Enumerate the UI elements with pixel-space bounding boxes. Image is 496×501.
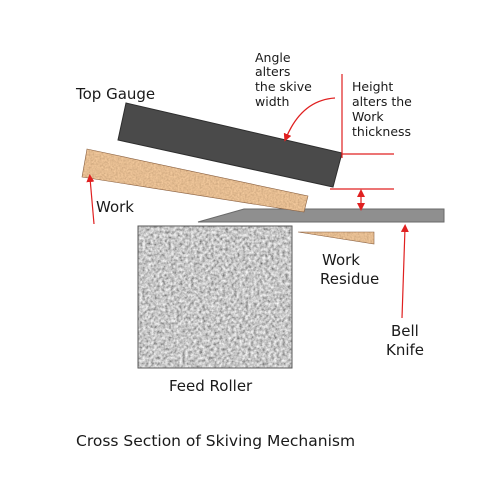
bell-knife [197, 208, 445, 223]
label-top-gauge: Top Gauge [75, 85, 155, 103]
label-work: Work [96, 198, 134, 216]
top-gauge [117, 102, 343, 188]
label-bell-knife-line-1: Bell [391, 322, 419, 340]
label-height-line-2: alters the [352, 94, 412, 109]
label-height-line-3: Work [352, 109, 384, 124]
label-height-line-4: thickness [352, 124, 411, 139]
angle-arrow [283, 97, 336, 142]
label-feed-roller: Feed Roller [169, 377, 253, 395]
label-height-line-1: Height [352, 79, 393, 94]
label-bell-knife-line-2: Knife [386, 341, 424, 359]
work-arrow [86, 174, 95, 225]
work-piece [81, 148, 309, 213]
label-work-residue: Work Residue [320, 251, 379, 288]
feed-roller [137, 225, 293, 369]
label-angle-line-1: Angle [255, 50, 291, 65]
label-height: Height alters the Work thickness [352, 79, 412, 139]
label-bell-knife: Bell Knife [386, 322, 424, 359]
bell-knife-arrow [400, 224, 409, 319]
label-angle-line-3: the skive [255, 79, 312, 94]
label-work-residue-line-2: Residue [320, 270, 379, 288]
label-angle-line-4: width [255, 94, 289, 109]
label-work-residue-line-1: Work [322, 251, 360, 269]
label-angle-line-2: alters [255, 64, 290, 79]
label-angle: Angle alters the skive width [255, 50, 312, 109]
work-residue [297, 231, 375, 245]
diagram-title: Cross Section of Skiving Mechanism [76, 432, 355, 450]
